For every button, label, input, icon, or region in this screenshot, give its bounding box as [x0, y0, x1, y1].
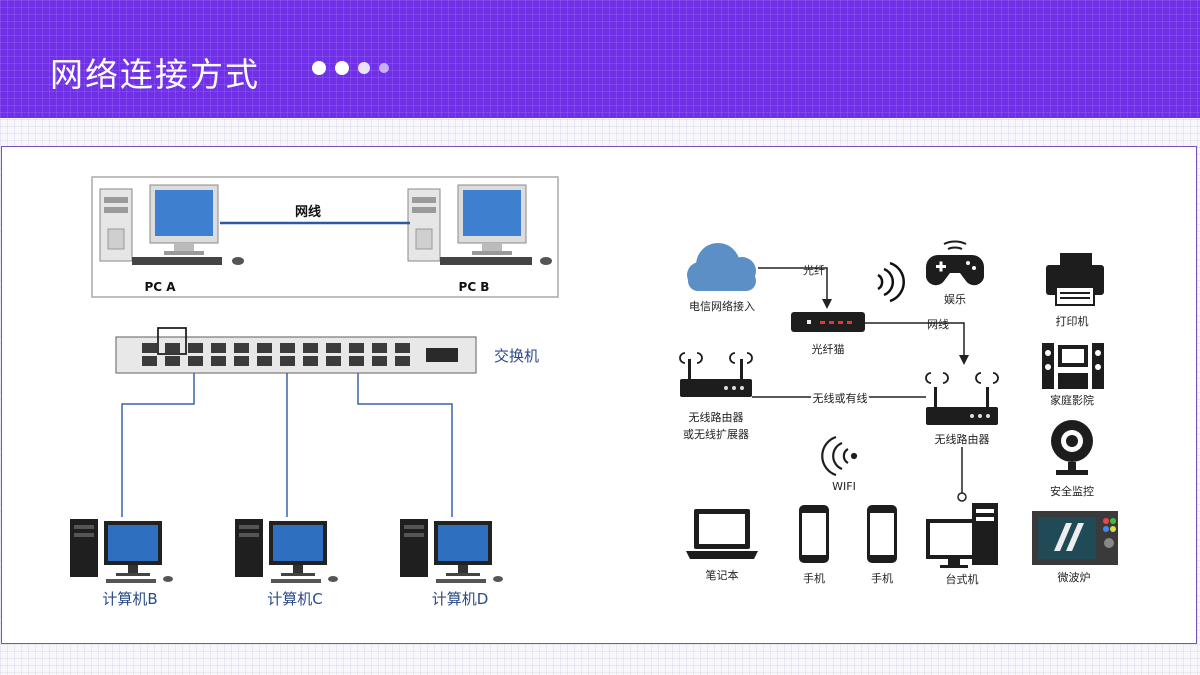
switch-port: [165, 356, 180, 366]
switch-diagram: 交换机 计算机B 计算机C 计算机D: [70, 327, 539, 608]
computer-c-icon: [235, 519, 338, 583]
link-to-computer-d: [357, 373, 453, 517]
entertainment-label: 娱乐: [944, 292, 966, 306]
main-router-icon: [926, 387, 998, 425]
header-banner: 网络连接方式: [0, 0, 1200, 118]
home-theater-icon: [1042, 343, 1104, 389]
fiber-label: 光纤: [803, 263, 825, 277]
switch-port: [211, 343, 226, 353]
desktop-label: 台式机: [946, 572, 979, 586]
fiber-arrow: [822, 299, 832, 309]
pc-a-icon: [99, 184, 244, 265]
switch-port: [326, 356, 341, 366]
switch-port: [234, 343, 249, 353]
router-arrow: [959, 355, 969, 365]
switch-port: [395, 343, 410, 353]
home-network-diagram: 电信网络接入 光纤 光纤猫 网线: [679, 240, 1118, 586]
switch-port: [326, 343, 341, 353]
dot-2: [335, 61, 349, 75]
router-extender-label-line1: 无线路由器: [689, 410, 744, 424]
switch-port: [395, 356, 410, 366]
gamepad-icon: [926, 240, 984, 286]
phone-1-label: 手机: [803, 571, 825, 585]
microwave-label: 微波炉: [1058, 570, 1091, 584]
switch-port: [188, 356, 203, 366]
switch-port: [303, 356, 318, 366]
phone-icon-1: [799, 505, 829, 563]
modem-icon: [791, 312, 865, 332]
switch-port: [165, 343, 180, 353]
switch-port: [211, 356, 226, 366]
phone-2-label: 手机: [871, 571, 893, 585]
switch-port: [188, 343, 203, 353]
decorative-dots: [312, 61, 389, 75]
wifi-label: WIFI: [832, 480, 856, 493]
switch-port: [142, 356, 157, 366]
computer-d-label: 计算机D: [432, 590, 489, 608]
switch-port: [234, 356, 249, 366]
switch-port: [372, 356, 387, 366]
switch-port: [280, 356, 295, 366]
link-to-computer-b: [121, 373, 195, 517]
pc-to-pc-diagram: 网线 PC A PC B: [91, 176, 559, 298]
cable-label: 网线: [295, 204, 321, 220]
dot-3: [358, 62, 370, 74]
extender-antenna-waves: [679, 352, 753, 364]
switch-port: [142, 343, 157, 353]
laptop-icon: [686, 509, 758, 559]
switch-port: [280, 343, 295, 353]
desktop-connector: [957, 492, 967, 502]
phone-icon-2: [867, 505, 897, 563]
switch-port: [303, 343, 318, 353]
switch-port: [349, 356, 364, 366]
wireless-signal-icon: [877, 261, 905, 303]
router-antenna-waves: [925, 372, 999, 384]
laptop-label: 笔记本: [706, 568, 739, 582]
switch-port: [372, 343, 387, 353]
modem-label: 光纤猫: [812, 342, 845, 356]
slide-title: 网络连接方式: [50, 55, 260, 94]
pc-b-icon: [407, 184, 552, 265]
printer-label: 打印机: [1056, 314, 1089, 328]
home-theater-label: 家庭影院: [1050, 393, 1094, 407]
telecom-label: 电信网络接入: [689, 299, 755, 313]
computer-c-label: 计算机C: [267, 590, 322, 608]
computer-d-icon: [400, 519, 503, 583]
printer-icon: [1046, 253, 1104, 306]
switch-label: 交换机: [494, 347, 539, 365]
switch-icon: [115, 327, 477, 374]
security-camera-icon: [1051, 420, 1093, 475]
pc-b-label: PC B: [459, 280, 490, 294]
desktop-icon: [926, 503, 998, 568]
router-extender-icon: [680, 359, 752, 397]
router-extender-label-line2: 或无线扩展器: [683, 427, 749, 441]
network-diagrams: 网线 PC A PC B 交换机 计算机B 计算机C 计算机D 电信网络接入: [70, 176, 1118, 608]
switch-port: [257, 356, 272, 366]
fiber-line: [758, 267, 828, 305]
cloud-icon: [687, 243, 756, 291]
modem-to-router-line: [865, 322, 965, 361]
pc-a-label: PC A: [144, 280, 176, 294]
content-panel: 网线 PC A PC B 交换机 计算机B 计算机C 计算机D 电信网络接入: [1, 146, 1197, 644]
switch-port: [257, 343, 272, 353]
wireless-or-wired-label: 无线或有线: [813, 391, 868, 405]
dot-1: [312, 61, 326, 75]
computer-b-label: 计算机B: [102, 590, 157, 608]
computer-b-icon: [70, 519, 173, 583]
security-label: 安全监控: [1050, 484, 1094, 498]
wifi-signal-icon: [821, 435, 858, 477]
switch-port: [349, 343, 364, 353]
main-router-label: 无线路由器: [935, 432, 990, 446]
modem-cable-label: 网线: [927, 317, 949, 331]
microwave-icon: [1032, 511, 1118, 565]
dot-4: [379, 63, 389, 73]
